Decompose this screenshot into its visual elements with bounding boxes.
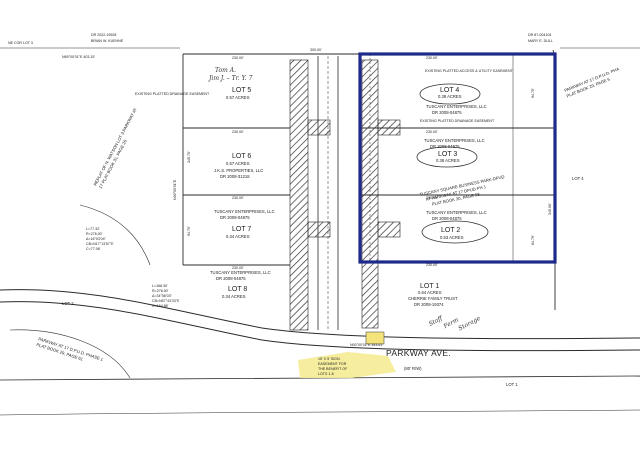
replat-note-line-1: REPLAT OF N. WATSON LOT 3 PARKWAY AT bbox=[92, 107, 138, 187]
lot-3-owner: TUSCANY ENTERPRISES, LLC bbox=[424, 138, 485, 143]
dim-mid-left-2: 230.00' bbox=[232, 196, 244, 200]
highlight-box bbox=[358, 52, 557, 264]
dim-mid-right-2: 230.00' bbox=[426, 196, 438, 200]
lot-2-acres: 0.53 ACRES bbox=[440, 235, 464, 240]
lot-8-label: LOT 8 bbox=[228, 286, 247, 293]
dim-top-left: 230.00' bbox=[232, 56, 244, 60]
lot-3-acres: 0.38 ACRES bbox=[436, 158, 460, 163]
lot-1-acres: 0.64 ACRES bbox=[418, 290, 442, 295]
street-name: PARKWAY AVE. bbox=[386, 348, 451, 358]
dim-west-depth-1: 345.70' bbox=[187, 151, 191, 163]
dim-east-side: 345.00' bbox=[548, 203, 552, 215]
lot-1-owner: CHERRIE FAMILY TRUST bbox=[408, 296, 458, 301]
lot-6-owner: J.K.S. PROPERTIES, LLC bbox=[214, 168, 263, 173]
lot-8-acres: 0.34 ACRES bbox=[222, 294, 246, 299]
lot-4-label: LOT 4 bbox=[440, 87, 459, 94]
dim-east-depth-2: 84.79' bbox=[531, 235, 535, 245]
lot-1-deed: DR 2008-19374 bbox=[414, 302, 444, 307]
sign-note-4: LOTS 1-8 bbox=[318, 372, 334, 376]
handwritten-name: Tom A. bbox=[215, 67, 236, 74]
replat-note: REPLAT OF N. WATSON LOT 3 PARKWAY AT 17 … bbox=[92, 107, 138, 190]
lot-7-label: LOT 7 bbox=[232, 226, 251, 233]
lot-4-acres: 0.38 ACRES bbox=[438, 94, 462, 99]
easement-note-right: EXISTING PLATTED DRAINAGE EASEMENT bbox=[420, 119, 495, 123]
owner-right-deed: DR 87-004104 bbox=[528, 33, 551, 37]
lot-2-owner: TUSCANY ENTERPRISES, LLC bbox=[426, 210, 487, 215]
curve2-c: C=164.88' bbox=[152, 304, 169, 308]
lot-8-deed: DR 2008-04875 bbox=[216, 276, 246, 281]
access-easement-note: EXISTING PLATTED ACCESS & UTILITY EASEME… bbox=[425, 69, 514, 73]
lot-7-deed: DR 2008-04875 bbox=[220, 215, 250, 220]
access-drive bbox=[317, 56, 339, 330]
curve1-l: L=77.32' bbox=[86, 227, 100, 231]
lot-6-label: LOT 6 bbox=[232, 153, 251, 160]
dim-mid-left-1: 230.00' bbox=[232, 130, 244, 134]
lot-2-deed: DR 2008-04875 bbox=[432, 216, 462, 221]
sign-easement-box bbox=[365, 331, 385, 345]
lot-1-label: LOT 1 bbox=[420, 283, 439, 290]
curve2-r: R=276.00' bbox=[152, 289, 169, 293]
stamp-line-3: Storage bbox=[457, 315, 482, 333]
owner-left-deed: DR 2022-19928 bbox=[91, 33, 116, 37]
lot-4-owner: TUSCANY ENTERPRISES, LLC bbox=[426, 104, 487, 109]
owner-right-name: MARY E. DULL bbox=[528, 39, 553, 43]
lot-3-deed: DR 2008-04875 bbox=[430, 144, 460, 149]
curve1-cb: CB=N17°13'57"E bbox=[86, 242, 114, 246]
outer-lot-right: LOT 4 bbox=[572, 176, 584, 181]
lot-2-label: LOT 2 bbox=[441, 227, 460, 234]
dim-mid-right-1: 230.00' bbox=[426, 130, 438, 134]
outer-lot-bottom: LOT 1 bbox=[506, 382, 518, 387]
lot-3-label: LOT 3 bbox=[438, 151, 457, 158]
curve2-l: L=168.30' bbox=[152, 284, 168, 288]
sign-note-2: EASEMENT FOR bbox=[318, 362, 347, 366]
top-right-plat-note: PARKWAY AT 17 D.P.U.D. PHA PLAT BOOK 29,… bbox=[564, 66, 621, 98]
sign-note-1: 15' X 5' SIGN bbox=[318, 357, 340, 361]
north-bearing: N69°00'01"E 403.15' bbox=[62, 55, 95, 59]
lot-ovals bbox=[416, 83, 489, 244]
dim-west-side: N00°00'01"E bbox=[173, 179, 177, 200]
lot-7-owner: TUSCANY ENTERPRISES, LLC bbox=[214, 209, 275, 214]
dim-mid-left-3: 230.00' bbox=[232, 266, 244, 270]
phase-note: PARKWAY AT 17 D.P.U.D. PHASE 1 PLAT BOOK… bbox=[36, 336, 105, 362]
dim-top-center: 300.00' bbox=[310, 48, 322, 52]
lot-5-acres: 0.57 ACRES bbox=[226, 95, 250, 100]
dim-west-depth-2: 94.70' bbox=[187, 226, 191, 236]
lot-7-acres: 0.34 ACRES bbox=[226, 234, 250, 239]
curve2-delta: Δ=34°56'03" bbox=[152, 294, 173, 298]
corner-ref: NE COR LOT 3 bbox=[8, 41, 33, 45]
easement-note-left: EXISTING PLATTED DRAINAGE EASEMENT bbox=[135, 92, 210, 96]
stamp-line-2: Ferm bbox=[442, 316, 461, 330]
curve1-r: R=276.00' bbox=[86, 232, 103, 236]
lot-5-label: LOT 5 bbox=[232, 87, 251, 94]
lot-4-deed: DR 2008-04875 bbox=[432, 110, 462, 115]
curve1-c: C=77.06' bbox=[86, 247, 101, 251]
street-row: (80' R/W) bbox=[404, 366, 422, 371]
dim-bearing-bottom: N00°00'01"E 343.61' bbox=[350, 343, 383, 347]
curve1-delta: Δ=16°03'04" bbox=[86, 237, 107, 241]
top-right-note-line-1: PARKWAY AT 17 D.P.U.D. PHA bbox=[564, 66, 621, 93]
lot-8-owner: TUSCANY ENTERPRISES, LLC bbox=[210, 270, 271, 275]
lot-6-deed: DR 2008-31218 bbox=[220, 174, 250, 179]
sign-easement-highlight bbox=[298, 352, 396, 378]
outer-lot-left: LOT 2 bbox=[62, 301, 74, 306]
owner-left-name: BRIAN W. KUEHNE bbox=[91, 39, 124, 43]
curve2-cb: CB=N57°43'33"E bbox=[152, 299, 180, 303]
dim-mid-right-3: 230.00' bbox=[426, 263, 438, 267]
dim-top-right: 230.00' bbox=[426, 56, 438, 60]
center-plat-note: TUSCANY SQUARE BUSINESS PARK-DPUD AT PAR… bbox=[419, 174, 505, 207]
sign-note-3: THE BENEFIT OF bbox=[318, 367, 348, 371]
lot-6-acres: 0.57 ACRES bbox=[226, 161, 250, 166]
lot-5-owner: Jim J. – Tr. Y. 7 bbox=[207, 75, 253, 82]
dim-east-depth-1: 94.70' bbox=[531, 88, 535, 98]
